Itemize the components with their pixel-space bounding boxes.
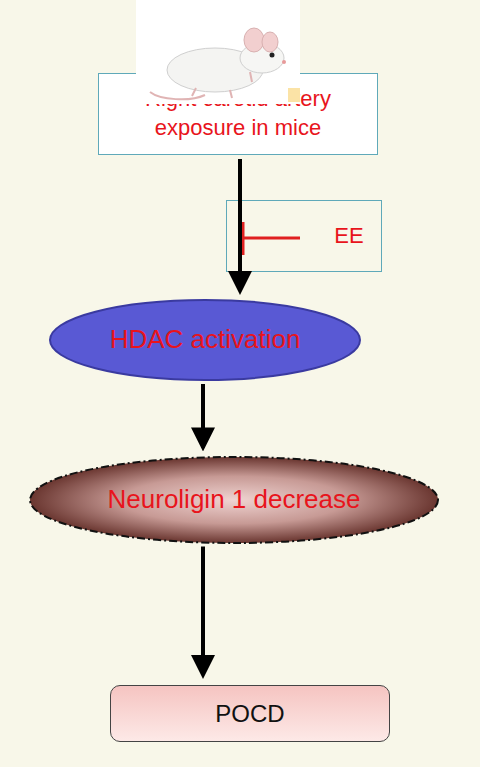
flow-arrow [201, 384, 205, 448]
inhibition-symbol [243, 222, 300, 255]
node-text: Neuroligin 1 decrease [108, 483, 361, 517]
node-text: EE [334, 222, 363, 251]
flow-arrow [201, 547, 205, 675]
flow-arrow [238, 159, 242, 291]
intervention-box: EE [226, 200, 382, 272]
node-text: POCD [215, 698, 284, 729]
outcome-box: POCD [110, 685, 390, 742]
node-text: HDAC activation [110, 323, 301, 357]
process-ellipse: Neuroligin 1 decrease [28, 455, 440, 545]
process-ellipse: HDAC activation [48, 298, 362, 382]
mouse-illustration [136, 0, 300, 104]
